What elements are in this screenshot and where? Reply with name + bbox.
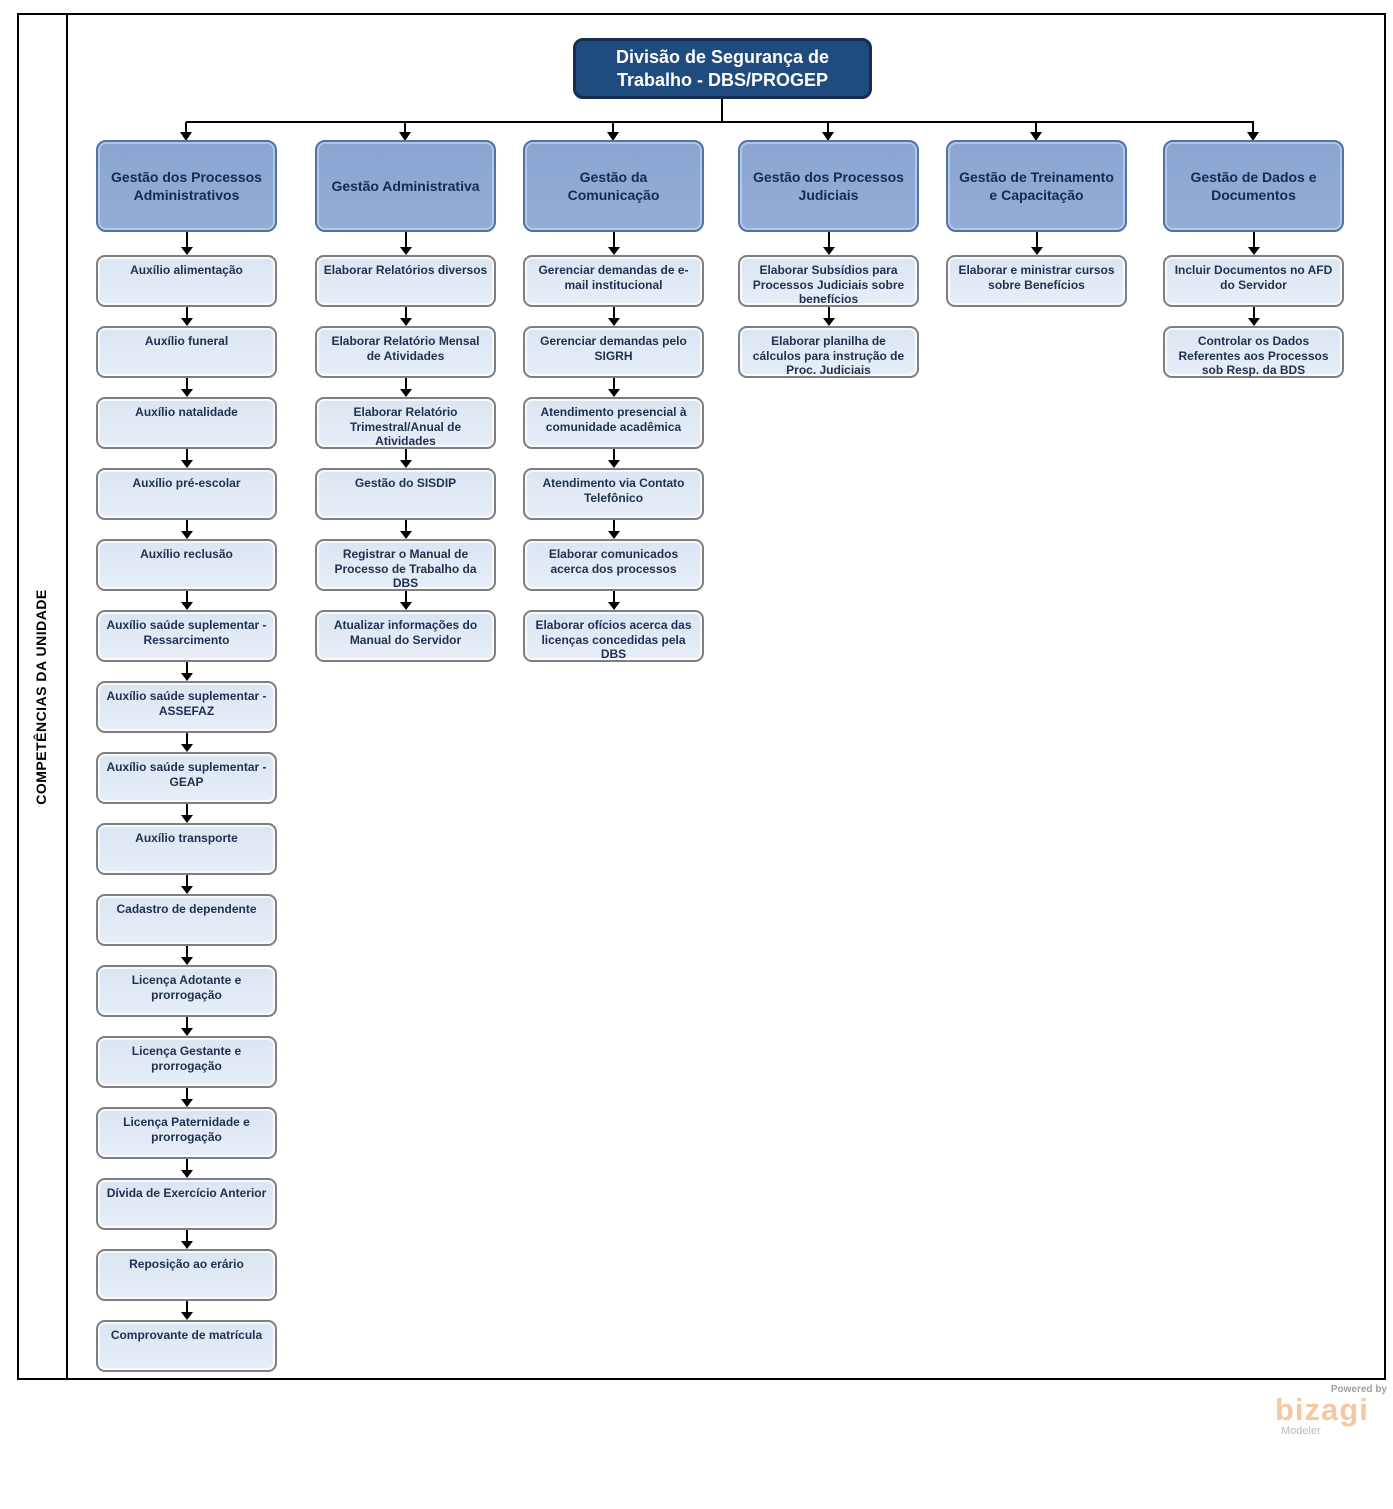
down-arrow: [315, 449, 496, 468]
down-arrow: [523, 307, 704, 326]
process-box: Elaborar ofícios acerca das licenças con…: [523, 610, 704, 662]
lane-divider: [66, 15, 68, 1378]
process-box: Licença Adotante e prorrogação: [96, 965, 277, 1017]
down-arrow: [315, 232, 496, 255]
root-node-label: Divisão de Segurança de Trabalho - DBS/P…: [615, 47, 830, 90]
down-arrow: [96, 307, 277, 326]
column-gestao-administrativa: Gestão Administrativa Elaborar Relatório…: [315, 140, 496, 662]
down-arrow: [315, 591, 496, 610]
down-arrow: [96, 946, 277, 965]
modeler-label: Modeler: [1281, 1425, 1321, 1438]
process-box: Elaborar Relatório Mensal de Atividades: [315, 326, 496, 378]
down-arrow: [96, 804, 277, 823]
process-box: Auxílio funeral: [96, 326, 277, 378]
down-arrow: [946, 232, 1127, 255]
down-arrow: [315, 520, 496, 539]
column-header: Gestão da Comunicação: [523, 140, 704, 232]
process-box: Elaborar comunicados acerca dos processo…: [523, 539, 704, 591]
down-arrow: [523, 520, 704, 539]
column-header: Gestão dos Processos Judiciais: [738, 140, 919, 232]
column-header: Gestão dos Processos Administrativos: [96, 140, 277, 232]
process-box: Controlar os Dados Referentes aos Proces…: [1163, 326, 1344, 378]
process-box: Reposição ao erário: [96, 1249, 277, 1301]
down-arrow: [96, 1159, 277, 1178]
column-header-label: Gestão da Comunicação: [567, 168, 660, 203]
down-arrow: [96, 733, 277, 752]
down-arrow: [96, 875, 277, 894]
down-arrow: [523, 232, 704, 255]
process-box: Atualizar informações do Manual do Servi…: [315, 610, 496, 662]
down-arrow: [738, 232, 919, 255]
down-arrow: [96, 520, 277, 539]
lane-label: COMPETÊNCIAS DA UNIDADE: [33, 589, 49, 805]
process-box: Atendimento presencial à comunidade acad…: [523, 397, 704, 449]
process-box: Elaborar Subsídios para Processos Judici…: [738, 255, 919, 307]
process-box: Gestão do SISDIP: [315, 468, 496, 520]
column-header: Gestão Administrativa: [315, 140, 496, 232]
process-box: Comprovante de matrícula: [96, 1320, 277, 1372]
process-box: Auxílio saúde suplementar - Ressarciment…: [96, 610, 277, 662]
down-arrow: [96, 1301, 277, 1320]
down-arrow: [96, 662, 277, 681]
down-arrow: [315, 307, 496, 326]
column-treinamento-capacitacao: Gestão de Treinamento e Capacitação Elab…: [946, 140, 1127, 307]
column-header-label: Gestão de Treinamento e Capacitação: [959, 168, 1114, 203]
process-box: Auxílio alimentação: [96, 255, 277, 307]
powered-by-label: Powered by: [1330, 1384, 1387, 1395]
process-box: Gerenciar demandas pelo SIGRH: [523, 326, 704, 378]
pool-frame: [17, 13, 1386, 1380]
process-box: Auxílio saúde suplementar - GEAP: [96, 752, 277, 804]
process-box: Registrar o Manual de Processo de Trabal…: [315, 539, 496, 591]
process-box: Auxílio reclusão: [96, 539, 277, 591]
down-arrow: [96, 232, 277, 255]
process-box: Auxílio saúde suplementar - ASSEFAZ: [96, 681, 277, 733]
down-arrow: [96, 378, 277, 397]
down-arrow: [96, 1017, 277, 1036]
process-box: Auxílio pré-escolar: [96, 468, 277, 520]
column-processos-administrativos: Gestão dos Processos Administrativos Aux…: [96, 140, 277, 1372]
column-header-label: Gestão Administrativa: [331, 177, 480, 194]
process-box: Incluir Documentos no AFD do Servidor: [1163, 255, 1344, 307]
column-gestao-comunicacao: Gestão da Comunicação Gerenciar demandas…: [523, 140, 704, 662]
down-arrow: [523, 449, 704, 468]
down-arrow: [96, 1230, 277, 1249]
process-box: Atendimento via Contato Telefônico: [523, 468, 704, 520]
down-arrow: [315, 378, 496, 397]
down-arrow: [523, 378, 704, 397]
process-box: Gerenciar demandas de e-mail institucion…: [523, 255, 704, 307]
process-box: Elaborar planilha de cálculos para instr…: [738, 326, 919, 378]
column-header-label: Gestão dos Processos Administrativos: [111, 168, 262, 203]
process-box: Licença Gestante e prorrogação: [96, 1036, 277, 1088]
process-box: Dívida de Exercício Anterior: [96, 1178, 277, 1230]
down-arrow: [1163, 232, 1344, 255]
down-arrow: [738, 307, 919, 326]
process-box: Elaborar e ministrar cursos sobre Benefí…: [946, 255, 1127, 307]
column-header: Gestão de Treinamento e Capacitação: [946, 140, 1127, 232]
root-node: Divisão de Segurança de Trabalho - DBS/P…: [573, 38, 872, 99]
process-box: Licença Paternidade e prorrogação: [96, 1107, 277, 1159]
process-box: Elaborar Relatórios diversos: [315, 255, 496, 307]
down-arrow: [523, 591, 704, 610]
down-arrow: [96, 1088, 277, 1107]
down-arrow: [1163, 307, 1344, 326]
column-header: Gestão de Dados e Documentos: [1163, 140, 1344, 232]
process-box: Auxílio transporte: [96, 823, 277, 875]
column-header-label: Gestão dos Processos Judiciais: [753, 168, 904, 203]
bizagi-branding: Powered by bizagi Modeler: [1275, 1384, 1389, 1437]
column-header-label: Gestão de Dados e Documentos: [1190, 168, 1317, 203]
process-box: Elaborar Relatório Trimestral/Anual de A…: [315, 397, 496, 449]
bizagi-logo: bizagi: [1275, 1392, 1369, 1427]
column-dados-documentos: Gestão de Dados e Documentos Incluir Doc…: [1163, 140, 1344, 378]
down-arrow: [96, 591, 277, 610]
process-box: Cadastro de dependente: [96, 894, 277, 946]
down-arrow: [96, 449, 277, 468]
column-processos-judiciais: Gestão dos Processos Judiciais Elaborar …: [738, 140, 919, 378]
process-box: Auxílio natalidade: [96, 397, 277, 449]
